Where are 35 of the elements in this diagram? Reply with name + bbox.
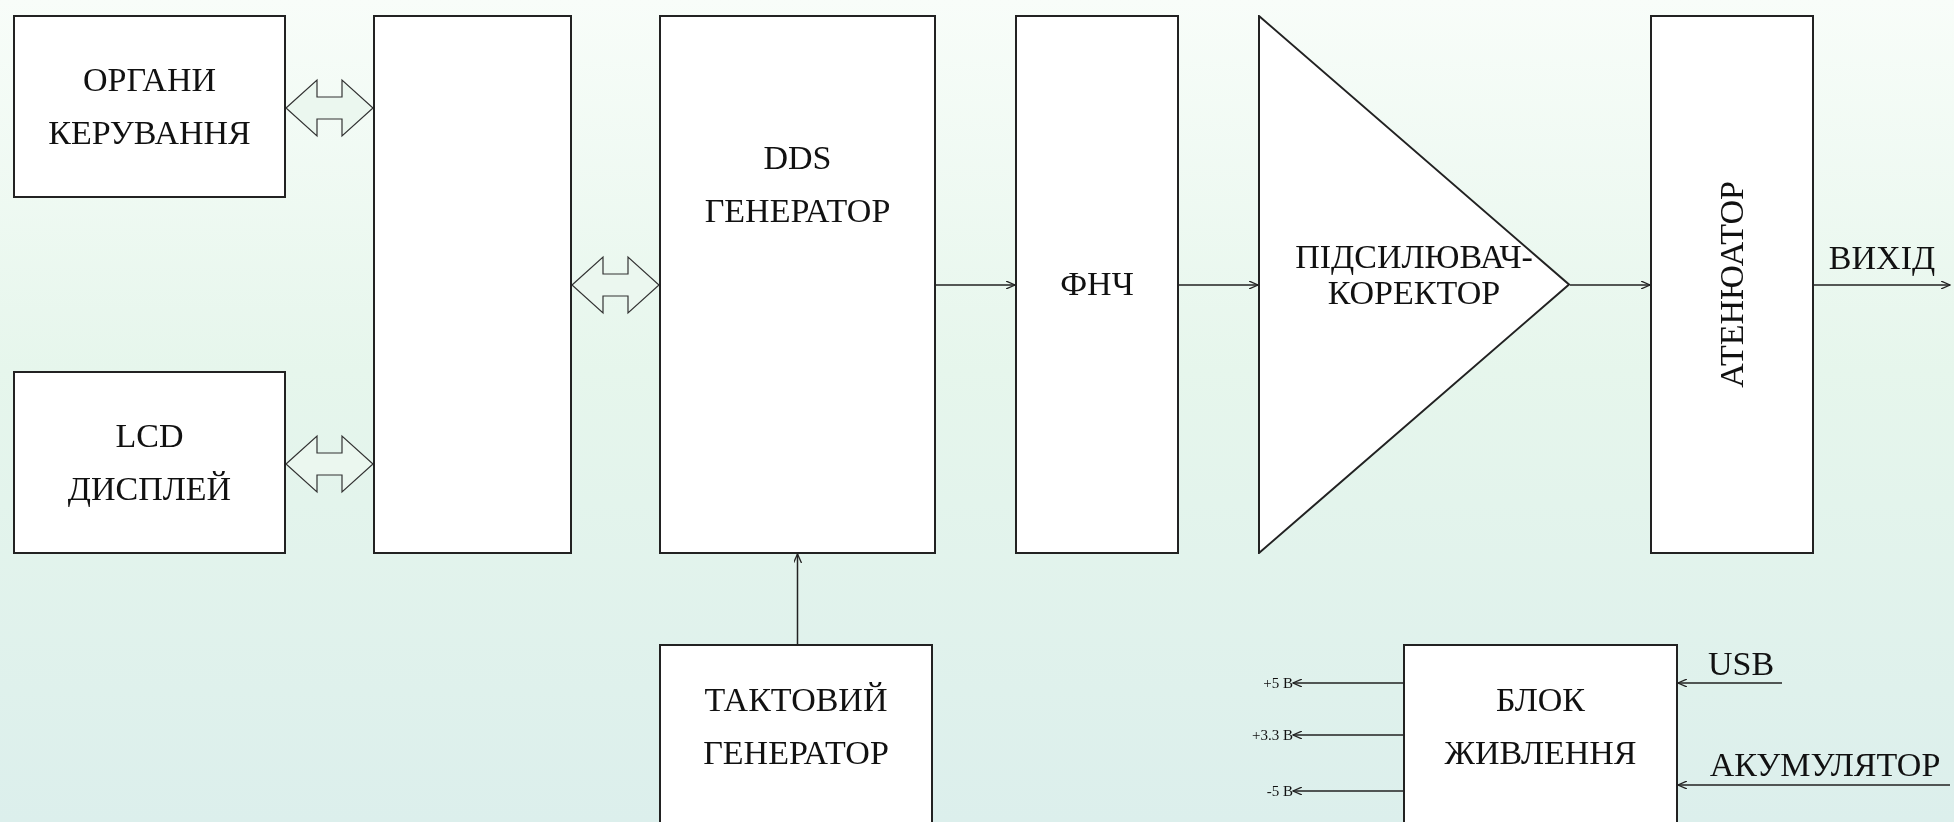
arrow	[1292, 786, 1404, 796]
signal-label: +3.3 В	[1252, 726, 1293, 744]
signal-label: +5 В	[1263, 674, 1293, 692]
block-box	[13, 371, 286, 554]
signal-label: АКУМУЛЯТОР	[1709, 744, 1941, 785]
block-box	[13, 15, 286, 198]
block-label: ТАКТОВИЙ ГЕНЕРАТОР	[702, 680, 890, 773]
edge-label: ВИХІД	[1827, 239, 1937, 277]
block-label: ОРГАНИ КЕРУВАННЯ	[47, 59, 252, 153]
block-label: ФНЧ	[1060, 264, 1134, 305]
signal-label: -5 В	[1266, 782, 1293, 800]
arrow	[1813, 280, 1951, 290]
signal-label: USB	[1707, 643, 1775, 684]
arrow	[1292, 678, 1404, 688]
block-label: АТЕНЮАТОР	[1711, 181, 1751, 388]
block-box	[659, 644, 933, 822]
block-box	[1015, 15, 1179, 554]
block-label: LCD ДИСПЛЕЙ	[66, 415, 233, 509]
arrow	[1677, 678, 1783, 688]
arrow	[1569, 280, 1651, 290]
bus-double-arrow	[285, 78, 374, 138]
block-label: БЛОК ЖИВЛЕННЯ	[1443, 680, 1638, 773]
bus-double-arrow	[571, 255, 660, 315]
block-box	[1403, 644, 1678, 822]
block-box	[659, 15, 936, 554]
arrow	[1677, 780, 1951, 790]
block-box	[1650, 15, 1814, 554]
arrow	[1292, 730, 1404, 740]
block-label: ПІДСИЛЮВАЧ-КОРЕКТОР	[1294, 238, 1534, 311]
arrow	[1178, 280, 1259, 290]
bus-double-arrow	[285, 434, 374, 494]
arrow	[935, 280, 1016, 290]
arrow	[792, 553, 803, 645]
block-box	[373, 15, 572, 554]
block-label: DDS ГЕНЕРАТОР	[703, 137, 892, 231]
